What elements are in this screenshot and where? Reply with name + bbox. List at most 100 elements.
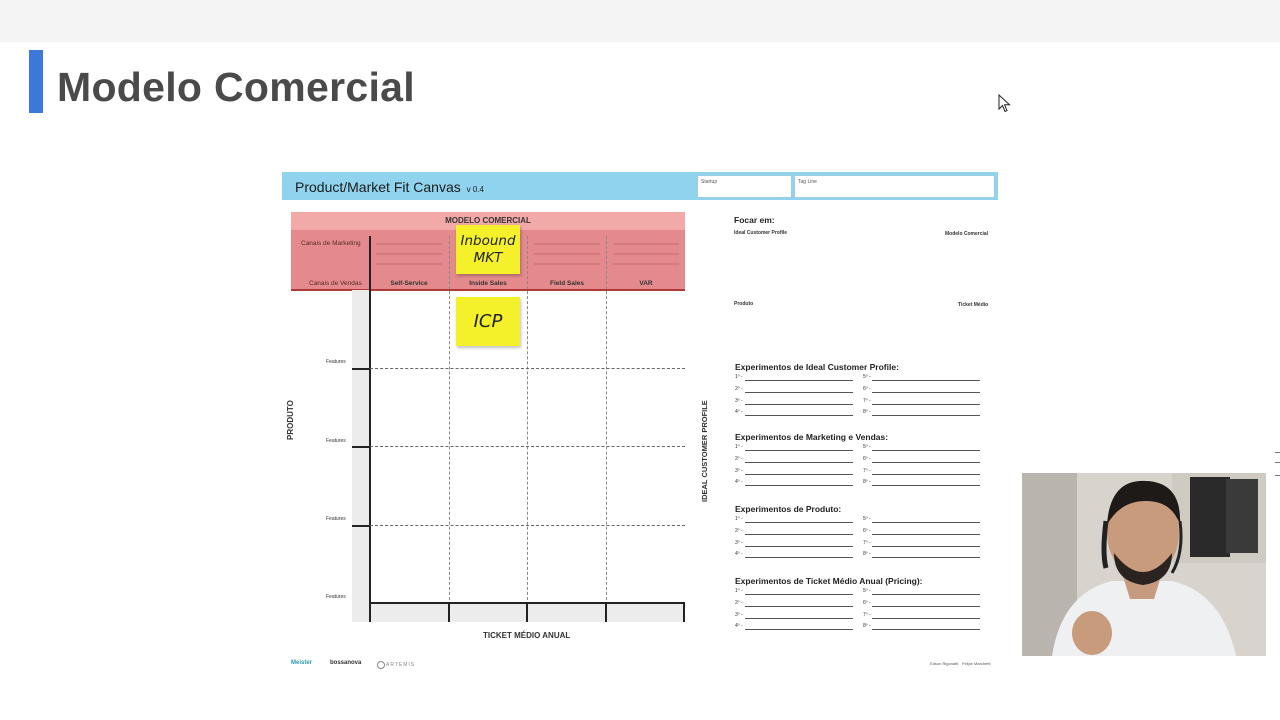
feature-tick: [352, 368, 370, 370]
experiment-number: 8º -: [863, 551, 871, 558]
experiment-title: Experimentos de Produto:: [735, 504, 842, 514]
experiment-number: 7º -: [863, 467, 871, 474]
experiment-line: 3º -7º -: [735, 612, 980, 622]
canais-marketing-label: Canais de Marketing: [301, 240, 361, 247]
experiment-number: 3º -: [735, 467, 743, 474]
ticket-separator: [448, 604, 450, 622]
canais-vendas-label: Canais de Vendas: [309, 280, 362, 287]
experiment-blank: [745, 545, 853, 547]
experiment-number: 4º -: [735, 551, 743, 558]
experiment-blank: [745, 450, 853, 451]
column-var: VAR: [639, 280, 653, 287]
experiment-blank: [872, 380, 980, 381]
experiment-number: 4º -: [735, 479, 743, 486]
experiment-number: 1º -: [735, 588, 743, 594]
experiment-blank: [872, 557, 980, 559]
focar-ticket: Ticket Médio: [958, 302, 989, 308]
experiment-blank: [745, 461, 853, 463]
experiment-blank: [872, 415, 980, 417]
experiment-line: 4º - 8º -: [735, 623, 980, 633]
experiment-number: 1º -: [735, 444, 743, 450]
experiment-line: 2º - 6º -: [735, 456, 980, 466]
logo-circle-icon: [377, 661, 385, 669]
mouse-cursor-icon: [998, 94, 1011, 113]
experiment-blank: [745, 473, 853, 475]
column-field-sales: Field Sales: [550, 280, 584, 287]
experiment-blank: [872, 533, 980, 535]
column-inside-sales: Inside Sales: [469, 280, 507, 287]
experiment-number: 6º -: [863, 455, 871, 462]
logo-artemis: ARTEMIS: [386, 662, 416, 668]
title-accent-bar: [29, 50, 43, 113]
edge-mark: [1275, 475, 1280, 476]
startup-field: Startup: [697, 175, 792, 198]
experiment-number: 3º -: [735, 397, 743, 404]
grid-column-divider: [527, 236, 528, 620]
icp-axis-label: IDEAL CUSTOMER PROFILE: [700, 400, 709, 502]
experiment-number: 5º -: [863, 588, 871, 594]
marketing-row-lines: [376, 243, 679, 265]
experiment-number: 2º -: [735, 599, 743, 606]
experiment-line: 4º -8º -: [735, 409, 980, 419]
grid-row-divider: [370, 525, 685, 526]
experiment-number: 7º -: [863, 539, 871, 546]
experiment-blank: [872, 617, 980, 619]
credit-1: Edson Rigonatti: [930, 661, 959, 666]
experiment-number: 2º -: [735, 455, 743, 462]
experiment-blank: [745, 391, 853, 393]
experiment-number: 2º -: [735, 527, 743, 534]
experiment-title: Experimentos de Ticket Médio Anual (Pric…: [735, 576, 923, 586]
experiment-line: 4º - 8º -: [735, 551, 980, 561]
experiment-blank: [745, 557, 853, 559]
experiment-blank: [872, 461, 980, 463]
focar-produto: Produto: [734, 301, 754, 307]
grid-horizontal-axis: [369, 602, 685, 604]
experiment-line: 1º - 5º -: [735, 374, 980, 384]
experiment-number: 2º -: [735, 385, 743, 392]
experiment-blank: [745, 522, 853, 523]
logo-meister: Meister: [291, 660, 313, 666]
ticket-axis-label: TICKET MÉDIO ANUAL: [483, 631, 571, 640]
modelo-comercial-title: MODELO COMERCIAL: [291, 212, 685, 230]
experiment-number: 6º -: [863, 527, 871, 534]
experiment-blank: [745, 485, 853, 487]
grid-row-divider: [370, 446, 685, 447]
logo-bossanova: bossanova: [330, 660, 362, 666]
experiment-line: 2º -6º -: [735, 386, 980, 396]
features-label: Features: [326, 594, 346, 600]
features-label: Features: [326, 438, 346, 444]
sticky-note-icp: ICP: [456, 297, 520, 346]
edge-mark: [1275, 452, 1280, 453]
grid-vertical-axis: [369, 236, 371, 622]
sticky-note-inbound-mkt: Inbound MKT: [456, 225, 520, 274]
experiment-line: 1º -5º -: [735, 516, 980, 526]
experiment-number: 3º -: [735, 611, 743, 618]
experiment-blank: [872, 391, 980, 393]
experiment-number: 5º -: [863, 374, 871, 380]
canvas-version: v 0.4: [466, 185, 484, 194]
experiment-blank: [872, 450, 980, 451]
experiment-blank: [745, 533, 853, 535]
experiment-number: 1º -: [735, 374, 743, 380]
canvas-title: Product/Market Fit Canvas v 0.4: [295, 179, 484, 195]
ticket-separator: [683, 604, 685, 622]
grid-column-divider: [606, 236, 607, 620]
credit-2: Felipe Marchetti: [962, 661, 991, 666]
experiment-number: 4º -: [735, 623, 743, 630]
tagline-field: Tag Line: [794, 175, 995, 198]
focar-modelo: Modelo Comercial: [945, 231, 989, 237]
experiment-number: 8º -: [863, 623, 871, 630]
experiment-number: 7º -: [863, 397, 871, 404]
vendas-divider: [291, 289, 685, 291]
edge-mark: [1275, 462, 1280, 463]
grid-column-divider: [449, 236, 450, 620]
experiment-line: 1º -5º -: [735, 444, 980, 454]
grid-row-divider: [370, 368, 685, 369]
experiment-number: 6º -: [863, 599, 871, 606]
experiment-line: 3º - 7º -: [735, 398, 980, 408]
experiment-blank: [745, 594, 853, 595]
experiment-blank: [872, 629, 980, 631]
experiment-number: 8º -: [863, 479, 871, 486]
experiment-blank: [872, 485, 980, 487]
experiment-blank: [745, 380, 853, 381]
